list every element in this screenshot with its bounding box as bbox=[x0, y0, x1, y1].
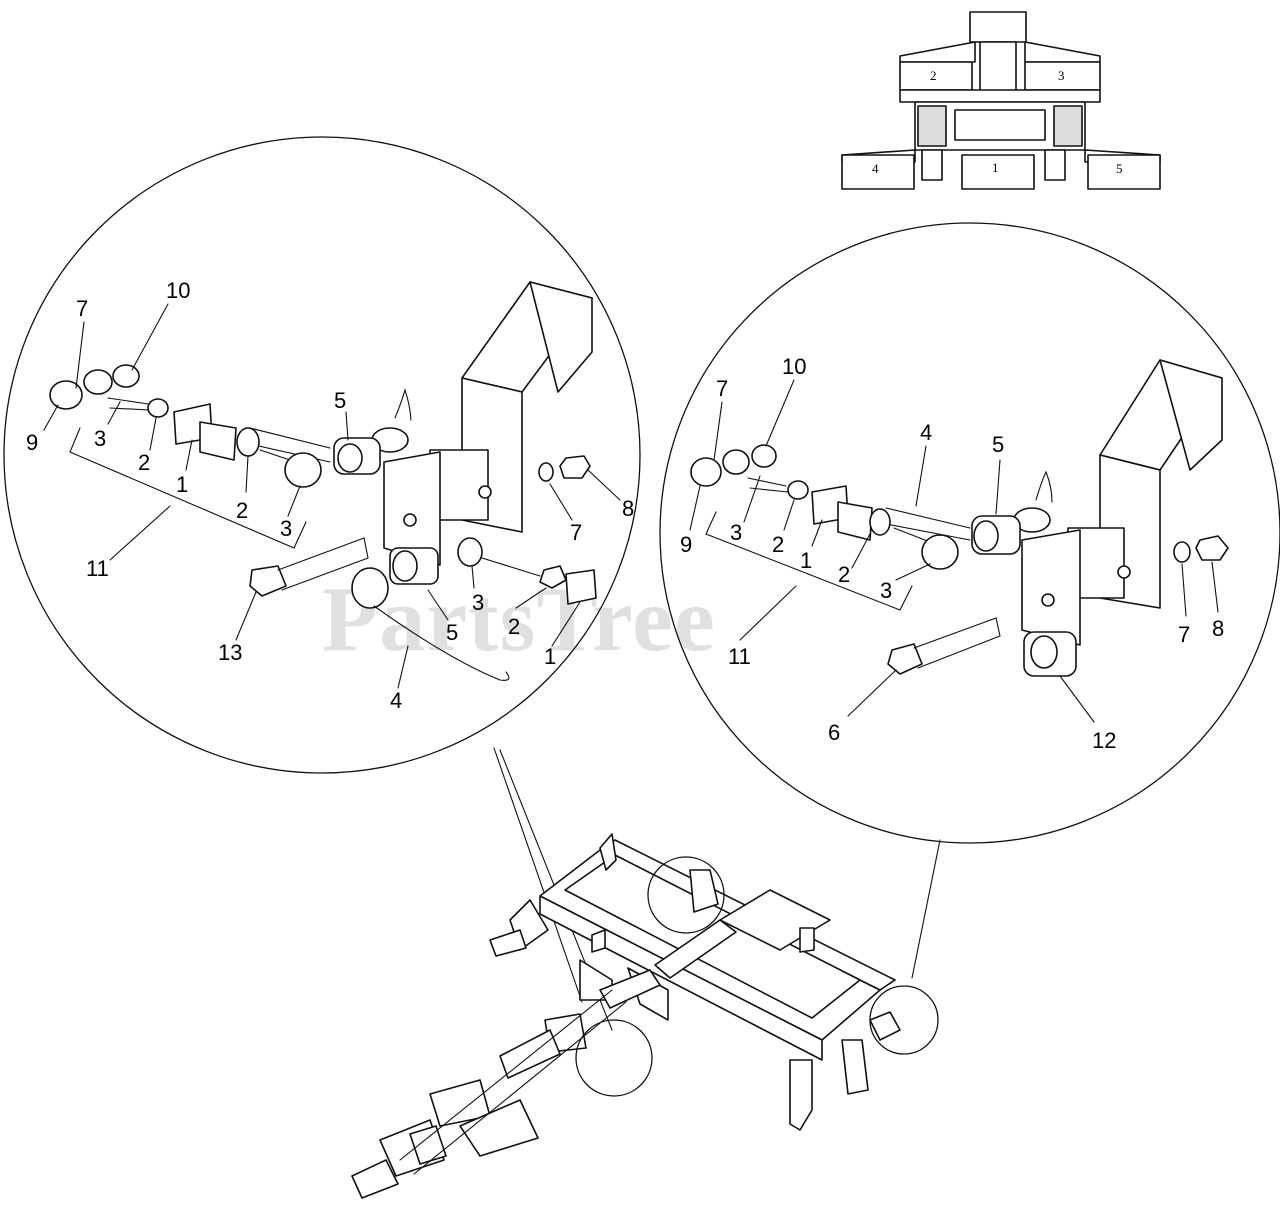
callout-left-4: 4 bbox=[390, 688, 402, 713]
callout-right-12: 12 bbox=[1092, 728, 1116, 753]
overview-label-4: 4 bbox=[872, 161, 879, 176]
callout-right-8: 8 bbox=[1212, 616, 1224, 641]
callout-left-9: 9 bbox=[26, 430, 38, 455]
callout-left-2c: 2 bbox=[508, 614, 520, 639]
left-detail-parts bbox=[49, 281, 597, 681]
callout-left-5a: 5 bbox=[334, 388, 346, 413]
callout-right-3a: 3 bbox=[730, 520, 742, 545]
callout-left-3a: 3 bbox=[94, 426, 106, 451]
overview-label-5: 5 bbox=[1116, 161, 1123, 176]
right-detail-circle bbox=[659, 222, 1280, 844]
left-callouts: 7 10 9 3 2 1 2 3 11 5 7 8 13 5 3 2 1 4 bbox=[26, 278, 634, 713]
callout-right-9: 9 bbox=[680, 532, 692, 557]
callout-right-2a: 2 bbox=[772, 532, 784, 557]
callout-right-5: 5 bbox=[992, 432, 1004, 457]
callout-left-13: 13 bbox=[218, 640, 242, 665]
callout-right-10: 10 bbox=[782, 354, 806, 379]
callout-left-10: 10 bbox=[166, 278, 190, 303]
right-callouts: 7 10 4 5 9 3 2 1 2 3 11 7 8 6 12 bbox=[680, 354, 1224, 753]
callout-right-4: 4 bbox=[920, 420, 932, 445]
callout-right-3b: 3 bbox=[880, 578, 892, 603]
callout-right-1: 1 bbox=[800, 548, 812, 573]
callout-left-7: 7 bbox=[76, 296, 88, 321]
callout-right-7: 7 bbox=[716, 376, 728, 401]
overview-label-1: 1 bbox=[992, 160, 999, 175]
callout-right-11: 11 bbox=[728, 644, 751, 669]
deck-overview: 2 3 4 1 5 bbox=[841, 11, 1161, 190]
callout-left-3b: 3 bbox=[280, 516, 292, 541]
callout-right-6: 6 bbox=[828, 720, 840, 745]
callout-left-1b: 1 bbox=[544, 644, 556, 669]
overview-label-2: 2 bbox=[930, 68, 937, 83]
mower-frame bbox=[351, 833, 939, 1199]
callout-left-8: 8 bbox=[622, 496, 634, 521]
callout-left-7b: 7 bbox=[570, 520, 582, 545]
callout-left-2a: 2 bbox=[138, 450, 150, 475]
callout-left-5b: 5 bbox=[446, 620, 458, 645]
left-detail-circle bbox=[3, 136, 641, 774]
callout-left-2b: 2 bbox=[236, 498, 248, 523]
callout-left-11: 11 bbox=[86, 556, 109, 581]
callout-right-7b: 7 bbox=[1178, 622, 1190, 647]
callout-right-2b: 2 bbox=[838, 562, 850, 587]
right-detail-parts bbox=[690, 359, 1229, 677]
callout-left-3c: 3 bbox=[472, 590, 484, 615]
overview-label-3: 3 bbox=[1058, 68, 1065, 83]
callout-left-1a: 1 bbox=[176, 472, 188, 497]
